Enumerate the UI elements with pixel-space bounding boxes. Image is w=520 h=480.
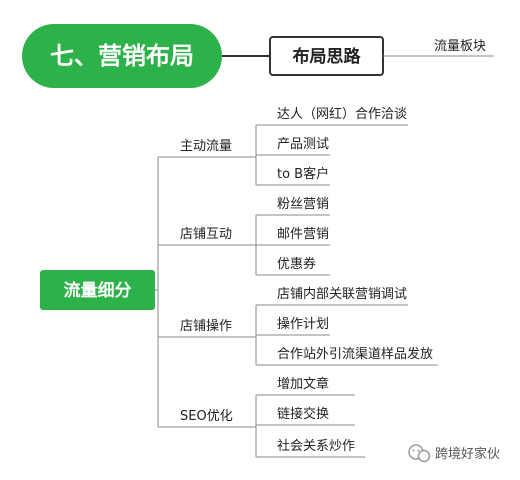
leaf-label: 链接交换: [277, 406, 329, 422]
board-label: 流量板块: [434, 39, 486, 54]
branch-label: SEO优化: [180, 409, 233, 424]
section-title: 七、营销布局: [50, 42, 194, 70]
leaf-label: 店铺内部关联营销调试: [277, 286, 407, 302]
leaf-label: 增加文章: [277, 376, 329, 392]
leaf-label: 优惠券: [277, 256, 316, 272]
section-title-pill: [22, 24, 222, 88]
leaf-label: to B客户: [277, 166, 329, 182]
branch-label: 店铺操作: [180, 318, 232, 334]
root-label: 流量细分: [64, 280, 132, 301]
leaf-label: 邮件营销: [277, 227, 329, 242]
root-node: [40, 270, 155, 310]
leaf-label: 社会关系炒作: [277, 438, 355, 454]
wechat-icon: [408, 444, 431, 463]
watermark: 跨境好家伙: [408, 444, 500, 463]
watermark-text: 跨境好家伙: [435, 446, 500, 462]
branch-label: 店铺互动: [180, 227, 232, 242]
leaf-label: 产品测试: [277, 137, 329, 152]
leaf-label: 操作计划: [277, 316, 329, 332]
leaf-label: 粉丝营销: [277, 197, 329, 212]
approach-label: 布局思路: [293, 46, 362, 67]
branch-label: 主动流量: [180, 139, 232, 154]
leaf-label: 达人（网红）合作洽谈: [277, 106, 407, 122]
leaf-label: 合作站外引流渠道样品发放: [277, 346, 433, 362]
